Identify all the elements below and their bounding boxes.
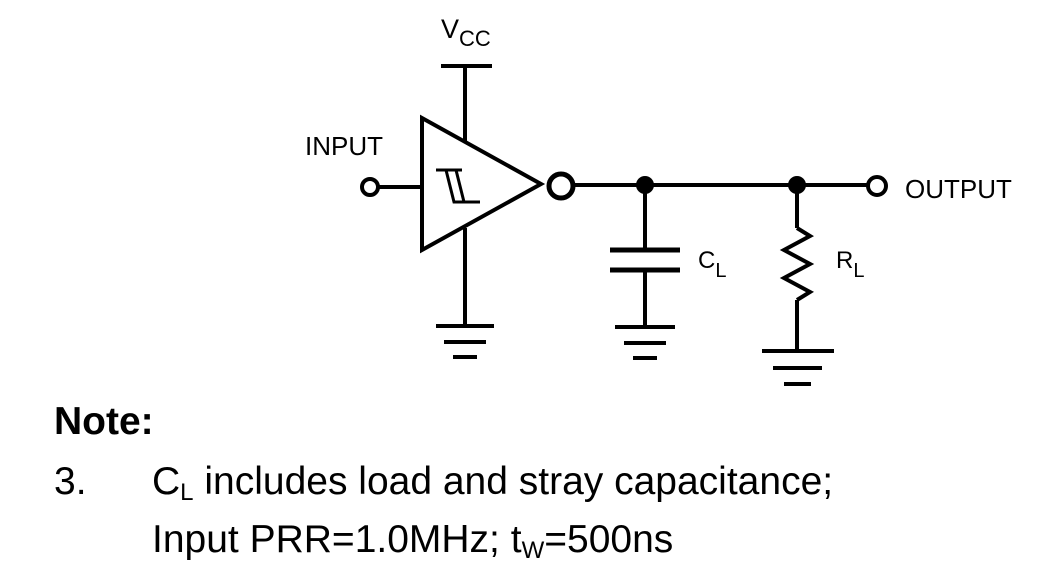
- schmitt-inverter-triangle: [420, 114, 546, 254]
- rl-label: RL: [836, 247, 864, 282]
- input-label: INPUT: [305, 131, 383, 161]
- test-circuit-diagram: VCC INPUT OUTPUT CL: [305, 14, 1012, 386]
- input-terminal: [360, 177, 380, 197]
- note-number: 3.: [54, 460, 87, 503]
- cl-label: CL: [698, 247, 726, 282]
- vcc-label: VCC: [441, 14, 491, 51]
- note-line2-text: Input PRR=1.0MHz; t: [152, 518, 522, 561]
- schmitt-hysteresis-icon: [436, 168, 480, 204]
- note-line2-subscript: W: [521, 537, 545, 564]
- note-line1-subscript: L: [180, 479, 194, 506]
- buffer-ground-symbol: [436, 324, 494, 359]
- rl-label-main: R: [836, 247, 853, 274]
- cl-ground-symbol: [615, 325, 675, 360]
- vcc-label-main: V: [441, 14, 459, 44]
- note-line1-c: C: [152, 460, 181, 503]
- note-line2-end: =500ns: [544, 518, 674, 561]
- output-terminal: [866, 175, 888, 197]
- rl-ground-symbol: [762, 349, 834, 386]
- note-line-1: CL includes load and stray capacitance;: [152, 462, 833, 505]
- inverter-output-bubble: [546, 171, 576, 201]
- vcc-label-sub: CC: [459, 26, 491, 51]
- note-line1-text: includes load and stray capacitance;: [193, 460, 834, 503]
- output-label: OUTPUT: [905, 174, 1012, 204]
- note-line-2: Input PRR=1.0MHz; tW=500ns: [152, 520, 673, 563]
- note-heading: Note:: [54, 400, 154, 443]
- rl-label-sub: L: [853, 260, 864, 282]
- rl-resistor-zigzag: [779, 226, 815, 302]
- cl-label-main: C: [698, 247, 715, 274]
- cl-label-sub: L: [715, 260, 726, 282]
